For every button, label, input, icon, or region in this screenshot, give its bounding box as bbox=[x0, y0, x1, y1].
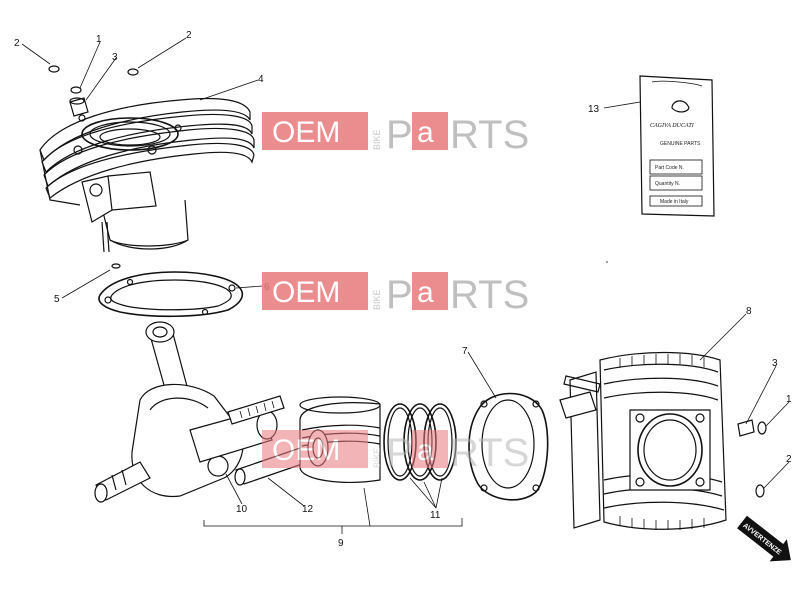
callout-2-top-left: 2 bbox=[14, 38, 20, 49]
callout-13: 13 bbox=[588, 104, 600, 115]
callout-9: 9 bbox=[338, 538, 344, 549]
crankshaft-assembly bbox=[94, 321, 285, 503]
callout-11: 11 bbox=[430, 510, 441, 521]
leader-lines bbox=[21, 37, 790, 534]
dowel-right bbox=[737, 419, 755, 437]
genuine-parts-booklet: CAGIVA DUCATI GENUINE PARTS Part Code N.… bbox=[639, 75, 715, 217]
cylinder-barrel-lower bbox=[559, 351, 727, 530]
watermark-rts: RTS bbox=[450, 113, 529, 157]
booklet-subtitle: GENUINE PARTS bbox=[660, 141, 701, 147]
booklet-quantity: Quantity N. bbox=[655, 181, 680, 187]
callout-12: 12 bbox=[302, 504, 314, 515]
o-ring-upper-left bbox=[48, 65, 60, 73]
watermark-p: P bbox=[386, 273, 413, 317]
callout-2-right: 2 bbox=[786, 454, 792, 465]
booklet-part-code: Part Code N. bbox=[655, 165, 684, 171]
watermark-bike: BIKE bbox=[372, 289, 382, 310]
booklet-made-in: Made in Italy bbox=[660, 199, 689, 205]
dowel-upper bbox=[69, 97, 89, 117]
watermark-p: P bbox=[386, 431, 413, 475]
watermark-oem: OEM bbox=[272, 276, 340, 309]
callout-8: 8 bbox=[746, 306, 752, 317]
watermark-rts: RTS bbox=[450, 431, 529, 475]
watermark-a: a bbox=[417, 116, 434, 149]
o-ring-right-2 bbox=[755, 484, 765, 498]
callout-4: 4 bbox=[258, 74, 264, 85]
watermark-bike: BIKE bbox=[372, 129, 382, 150]
callout-7: 7 bbox=[462, 346, 468, 357]
watermark-a: a bbox=[417, 434, 434, 467]
o-ring-upper-1 bbox=[70, 86, 82, 94]
dowel-and-orings-upper bbox=[48, 65, 139, 269]
o-ring-part-5 bbox=[111, 263, 121, 269]
base-gasket-lower bbox=[468, 392, 549, 501]
booklet-brand: CAGIVA DUCATI bbox=[650, 123, 695, 129]
o-ring-right-1 bbox=[757, 421, 767, 435]
callout-5: 5 bbox=[54, 294, 60, 305]
callout-numbers: 2 1 3 2 4 5 6 13 8 7 3 1 2 10 12 11 9 bbox=[14, 30, 792, 549]
callout-1-top: 1 bbox=[96, 34, 102, 45]
watermark-middle: OEM BIKE P a RTS bbox=[262, 272, 529, 317]
base-gasket-upper bbox=[98, 271, 244, 318]
callout-10: 10 bbox=[236, 504, 248, 515]
watermark-oem: OEM bbox=[272, 116, 340, 149]
callout-1-right: 1 bbox=[786, 394, 792, 405]
callout-3-right: 3 bbox=[772, 358, 778, 369]
watermark-a: a bbox=[417, 276, 434, 309]
watermark-top: OEM BIKE P a RTS bbox=[262, 112, 529, 157]
watermark-rts: RTS bbox=[450, 273, 529, 317]
direction-arrow: AVVERTENZE bbox=[737, 515, 791, 562]
watermark-oem: OEM bbox=[272, 434, 340, 467]
watermark-bike: BIKE bbox=[372, 447, 382, 468]
callout-2-top-mid: 2 bbox=[186, 30, 192, 41]
dowel-and-orings-right bbox=[737, 419, 767, 498]
callout-3-top: 3 bbox=[112, 52, 118, 63]
o-ring-upper-mid bbox=[127, 68, 139, 76]
cylinder-barrel-upper bbox=[39, 97, 255, 253]
watermark-p: P bbox=[386, 113, 413, 157]
watermark-bottom: OEM BIKE P a RTS bbox=[262, 430, 529, 475]
